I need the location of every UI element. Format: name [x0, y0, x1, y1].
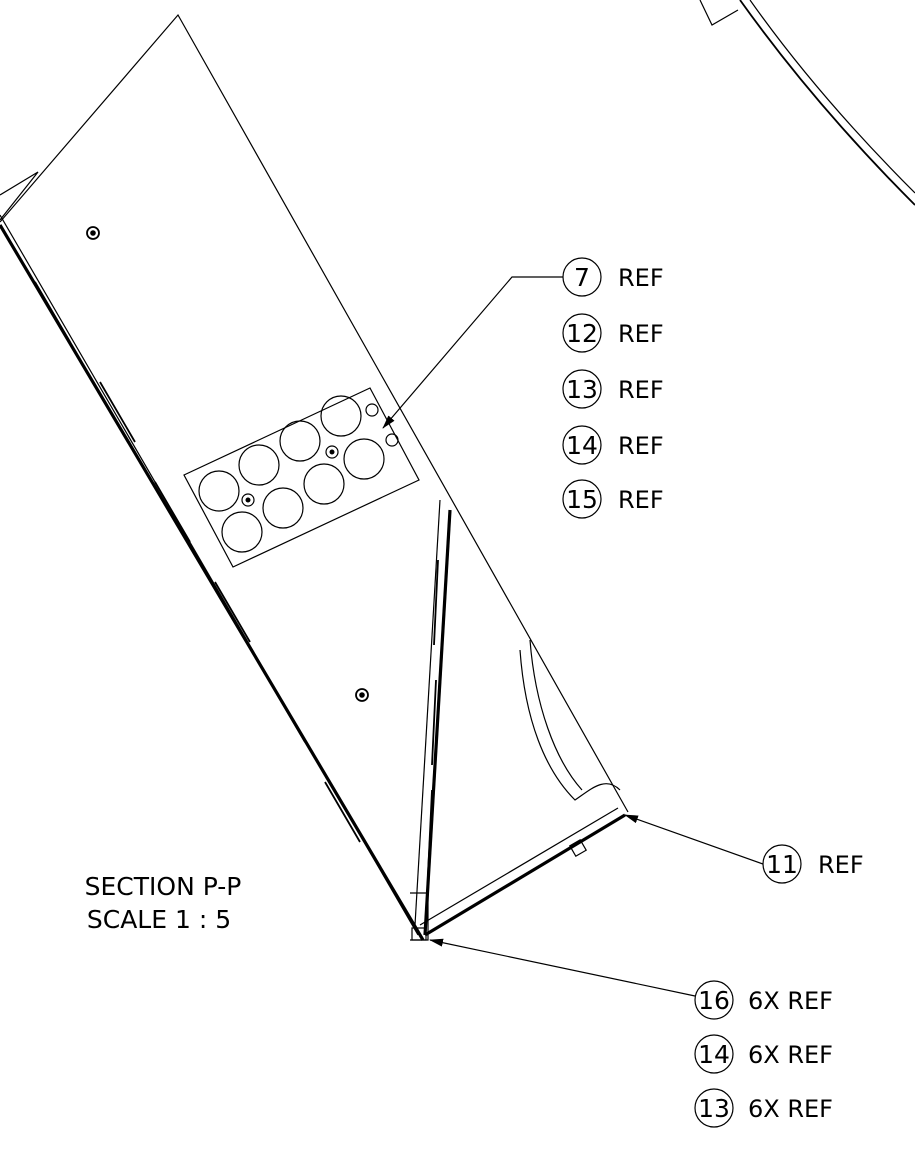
callout-7: 7 REF	[562, 257, 664, 297]
callout-group-bottom: 16 6X REF 14 6X REF 13 6X REF	[694, 980, 833, 1128]
gusset-plate	[410, 499, 626, 941]
svg-text:REF: REF	[618, 486, 664, 514]
svg-text:6X REF: 6X REF	[748, 1041, 833, 1069]
svg-text:7: 7	[574, 263, 590, 292]
svg-text:REF: REF	[618, 376, 664, 404]
leader-top-group	[382, 276, 563, 429]
svg-text:12: 12	[566, 319, 598, 348]
callout-14: 14 REF	[562, 425, 664, 465]
section-scale: SCALE 1 : 5	[87, 905, 231, 934]
leader-11	[624, 814, 764, 865]
connector-plate	[183, 387, 420, 568]
inclined-panel	[0, 13, 629, 941]
section-label: SECTION P-P SCALE 1 : 5	[85, 872, 242, 934]
svg-text:14: 14	[698, 1040, 730, 1069]
leader-bottom-group	[429, 938, 696, 997]
svg-text:REF: REF	[818, 851, 864, 879]
svg-text:14: 14	[566, 431, 598, 460]
callout-group-top: 7 REF 12 REF 13 REF 14 REF 15 REF	[562, 257, 664, 519]
svg-text:13: 13	[566, 375, 598, 404]
callout-15: 15 REF	[562, 479, 664, 519]
section-title: SECTION P-P	[85, 872, 242, 901]
callout-14-bottom: 14 6X REF	[694, 1034, 833, 1074]
left-stub	[0, 171, 39, 221]
svg-text:REF: REF	[618, 264, 664, 292]
callout-12: 12 REF	[562, 313, 664, 353]
fastener-top	[86, 226, 100, 240]
callout-11: 11 REF	[762, 844, 864, 884]
svg-text:REF: REF	[618, 320, 664, 348]
svg-text:13: 13	[698, 1094, 730, 1123]
svg-text:6X REF: 6X REF	[748, 987, 833, 1015]
svg-text:6X REF: 6X REF	[748, 1095, 833, 1123]
svg-text:15: 15	[566, 485, 598, 514]
svg-text:16: 16	[698, 986, 730, 1015]
callout-16: 16 6X REF	[694, 980, 833, 1020]
fastener-middle	[355, 688, 369, 702]
svg-text:11: 11	[766, 850, 798, 879]
svg-text:REF: REF	[618, 432, 664, 460]
callout-13-bottom: 13 6X REF	[694, 1088, 833, 1128]
callout-13: 13 REF	[562, 369, 664, 409]
curved-housing-arc	[699, 0, 915, 206]
